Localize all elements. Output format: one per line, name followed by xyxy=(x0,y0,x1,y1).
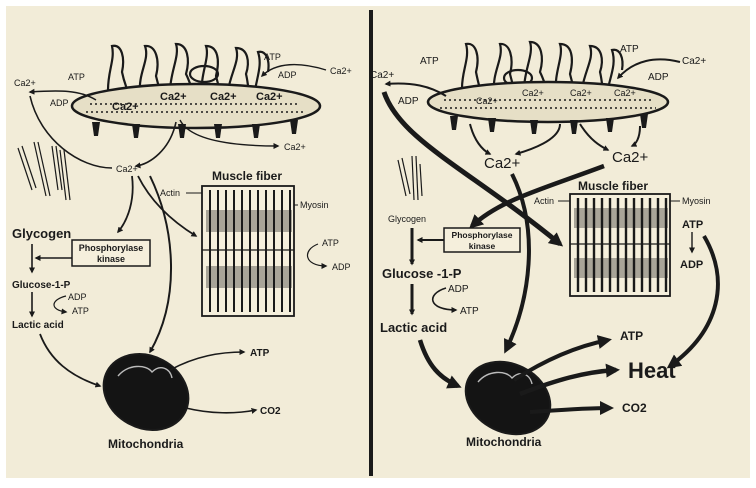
left-glucose: Glucose-1-P xyxy=(12,280,71,291)
right-heat: Heat xyxy=(628,358,676,383)
right-adp-muscle: ADP xyxy=(680,259,703,271)
right-border xyxy=(750,0,756,488)
right-ca-label-2: Ca2+ xyxy=(522,88,544,98)
right-lactic: Lactic acid xyxy=(380,320,447,335)
left-ca-label-3: Ca2+ xyxy=(210,91,237,103)
right-phosphorylase-line2: kinase xyxy=(469,241,496,251)
left-glycogen-strands xyxy=(18,142,70,200)
right-mito-label: Mitochondria xyxy=(466,435,542,449)
left-ca-top-right: Ca2+ xyxy=(330,66,352,76)
left-ca-label-1: Ca2+ xyxy=(112,101,139,113)
left-adp-muscle: ADP xyxy=(332,262,351,272)
left-mito-co2-arrow xyxy=(186,408,256,413)
left-phosphorylase-line1: Phosphorylase xyxy=(79,243,144,253)
right-glucose: Glucose -1-P xyxy=(382,266,462,281)
left-glu-atp-arrow xyxy=(54,296,66,312)
right-adp-top: ADP xyxy=(648,72,669,83)
left-muscle-fiber xyxy=(202,186,294,316)
right-atp-glu: ATP xyxy=(460,306,479,317)
left-ca-left: Ca2+ xyxy=(14,78,36,88)
left-ca-mid: Ca2+ xyxy=(116,164,138,174)
right-glycogen-strands xyxy=(398,156,422,200)
left-mito-atp-arrow xyxy=(170,352,244,370)
right-ca-big2-arrow xyxy=(580,124,608,150)
left-adp-top: ADP xyxy=(278,70,297,80)
right-ca-top-right: Ca2+ xyxy=(682,56,706,67)
right-ca-big1-arrow-2 xyxy=(516,124,560,154)
right-atp-left: ATP xyxy=(420,56,439,67)
left-atp-left: ATP xyxy=(68,72,85,82)
right-actin: Actin xyxy=(534,196,554,206)
left-mitochondria xyxy=(90,340,202,445)
right-atp-mito: ATP xyxy=(620,329,643,343)
right-ca-label-1: Ca2+ xyxy=(476,96,498,106)
right-ca-left: Ca2+ xyxy=(370,70,394,81)
left-ca-label-2: Ca2+ xyxy=(160,91,187,103)
left-atp-mito: ATP xyxy=(250,348,270,359)
bottom-border xyxy=(0,478,756,488)
right-adp-left: ADP xyxy=(398,96,419,107)
left-ca-to-kinase-arrow xyxy=(118,176,133,232)
right-muscle-label: Muscle fiber xyxy=(578,179,648,193)
left-reticulum-body xyxy=(72,84,320,128)
right-co2: CO2 xyxy=(622,401,647,415)
left-mito-label: Mitochondria xyxy=(108,437,184,451)
left-actin: Actin xyxy=(160,188,180,198)
right-ca-label-4: Ca2+ xyxy=(614,88,636,98)
left-atp-muscle: ATP xyxy=(322,238,339,248)
right-ca-label-3: Ca2+ xyxy=(570,88,592,98)
left-adp-left: ADP xyxy=(50,98,69,108)
right-glycogen: Glycogen xyxy=(388,214,426,224)
right-adp-glu: ADP xyxy=(448,284,469,295)
right-ca-big-1: Ca2+ xyxy=(484,155,521,172)
left-atp-top: ATP xyxy=(264,52,281,62)
left-glycogen: Glycogen xyxy=(12,226,71,241)
right-myosin: Myosin xyxy=(682,196,711,206)
left-lactic: Lactic acid xyxy=(12,320,64,331)
left-border xyxy=(0,0,6,488)
right-atp-muscle: ATP xyxy=(682,219,703,231)
left-co2: CO2 xyxy=(260,406,281,417)
left-ca-to-mito-arrow xyxy=(150,176,171,352)
left-lactic-arrow xyxy=(40,334,100,386)
left-myosin: Myosin xyxy=(300,200,329,210)
left-adp-glu: ADP xyxy=(68,292,87,302)
top-border xyxy=(0,0,756,6)
right-ca-big1-arrow xyxy=(470,124,490,154)
left-muscle-label: Muscle fiber xyxy=(212,169,282,183)
left-phosphorylase-line2: kinase xyxy=(97,254,125,264)
left-atp-glu: ATP xyxy=(72,306,89,316)
left-ca-bottom: Ca2+ xyxy=(284,142,306,152)
right-atp-top: ATP xyxy=(620,44,639,55)
right-ca-big-2: Ca2+ xyxy=(612,149,649,166)
left-ca-label-4: Ca2+ xyxy=(256,91,283,103)
right-lactic-arrow xyxy=(420,340,458,386)
left-panel: Ca2+ Ca2+ Ca2+ Ca2+ ATP ADP Ca2+ ATP ADP… xyxy=(12,44,352,451)
right-ca-big2-arrow-2 xyxy=(632,126,640,146)
right-phosphorylase-line1: Phosphorylase xyxy=(452,230,513,240)
right-muscle-fiber xyxy=(570,194,670,296)
right-muscle-heat-arrow xyxy=(670,236,718,366)
right-panel: Ca2+ Ca2+ Ca2+ Ca2+ ATP ADP Ca2+ ATP ADP… xyxy=(370,42,718,449)
